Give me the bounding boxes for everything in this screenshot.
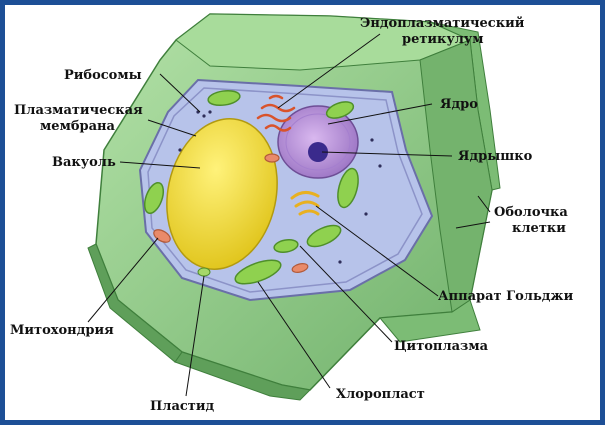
label-nucleus: Ядро [440, 97, 478, 112]
label-mitochondria: Митохондрия [10, 323, 114, 338]
mitochondrion [291, 263, 309, 273]
chloroplast [273, 238, 299, 254]
mitochondria [153, 153, 309, 273]
plastid [197, 267, 211, 277]
chloroplast [306, 224, 342, 248]
label-er-line1: Эндоплазматический [360, 16, 525, 31]
labels: Эндоплазматический ретикулум Рибосомы Пл… [10, 16, 574, 414]
chloroplast [143, 181, 165, 215]
golgi-apparatus [290, 191, 320, 216]
nucleolus [308, 142, 328, 162]
chloroplast [207, 89, 241, 107]
label-wall-line2: клетки [512, 221, 566, 236]
label-er-line2: ретикулум [402, 32, 484, 47]
label-wall-line1: Оболочка [494, 205, 568, 220]
chloroplasts [143, 89, 359, 285]
mitochondrion [264, 153, 280, 163]
plant-cell-diagram: Эндоплазматический ретикулум Рибосомы Пл… [10, 13, 574, 414]
mitochondrion [153, 229, 171, 243]
chloroplast [325, 101, 355, 119]
label-chloroplast: Хлоропласт [336, 387, 425, 402]
label-cytoplasm: Цитоплазма [394, 339, 489, 354]
label-golgi: Аппарат Гольджи [438, 289, 574, 304]
label-ribosomes: Рибосомы [64, 68, 142, 83]
label-plastid: Пластид [150, 399, 214, 414]
label-membrane-line1: Плазматическая [14, 103, 143, 118]
label-membrane-line2: мембрана [40, 119, 116, 134]
chloroplast [234, 259, 282, 285]
label-vacuole: Вакуоль [52, 155, 116, 170]
label-nucleolus: Ядрышко [458, 149, 533, 164]
chloroplast [337, 167, 359, 209]
leader-lines [87, 33, 491, 397]
